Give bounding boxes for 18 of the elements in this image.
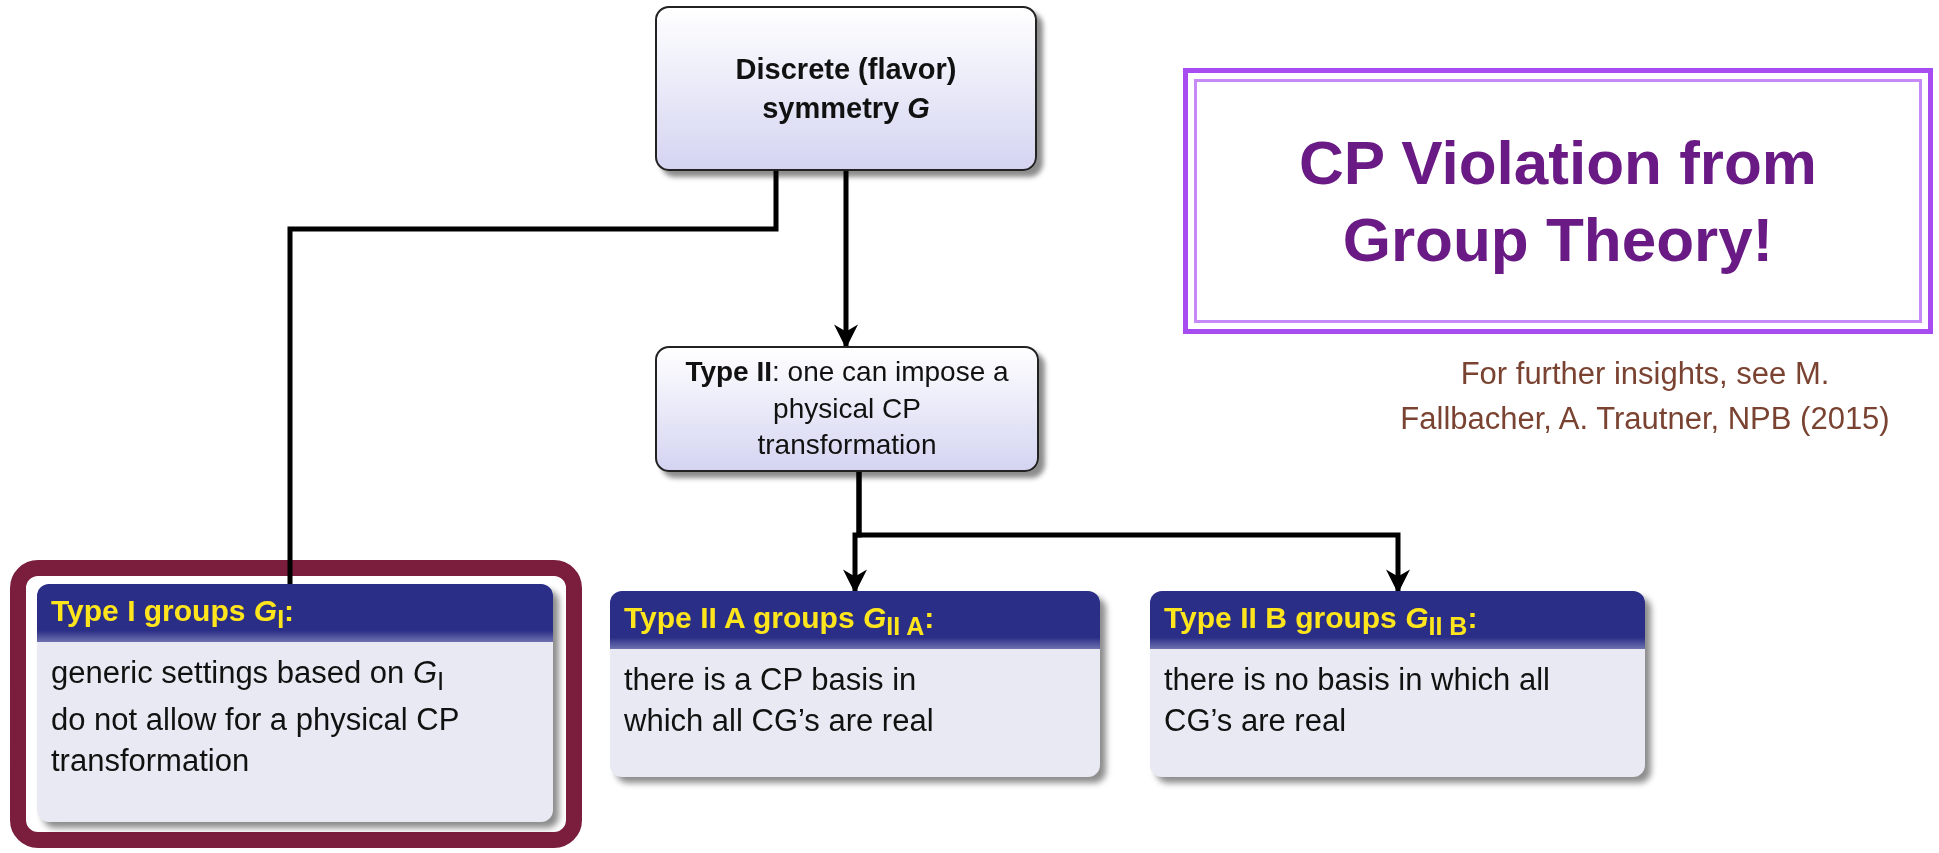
process-box xyxy=(655,6,1037,171)
box-text: Discrete (flavor) symmetry G xyxy=(734,52,958,126)
process-box xyxy=(655,346,1039,472)
block-text: there is no basis in which all CG’s are real xyxy=(1163,661,1551,741)
title-frame xyxy=(1183,68,1933,334)
definition-block xyxy=(610,591,1100,777)
definition-block xyxy=(1150,591,1645,777)
definition-block xyxy=(37,584,553,822)
title-text: CP Violation from Group Theory! xyxy=(1298,126,1818,276)
reference-note: For further insights, see M. Fallbacher, A. Trautner, NPB (2015) xyxy=(1399,355,1891,438)
connector-arrow xyxy=(856,472,1410,594)
block-heading: Type II A groups G$_{II A}$: xyxy=(610,591,1100,649)
block-heading: Type II B groups G$_{II B}$: xyxy=(1150,591,1645,649)
box-text: Type II: one can impose a physical CP transformation xyxy=(684,354,1010,463)
block-text: there is a CP basis in which all CG’s are real xyxy=(623,661,935,741)
block-text: generic settings based on G$_{I}$ do not allow for a physical CP transformation xyxy=(50,654,460,780)
connector-arrow xyxy=(834,171,858,349)
block-heading: Type I groups G$_{I}$: xyxy=(37,584,553,642)
